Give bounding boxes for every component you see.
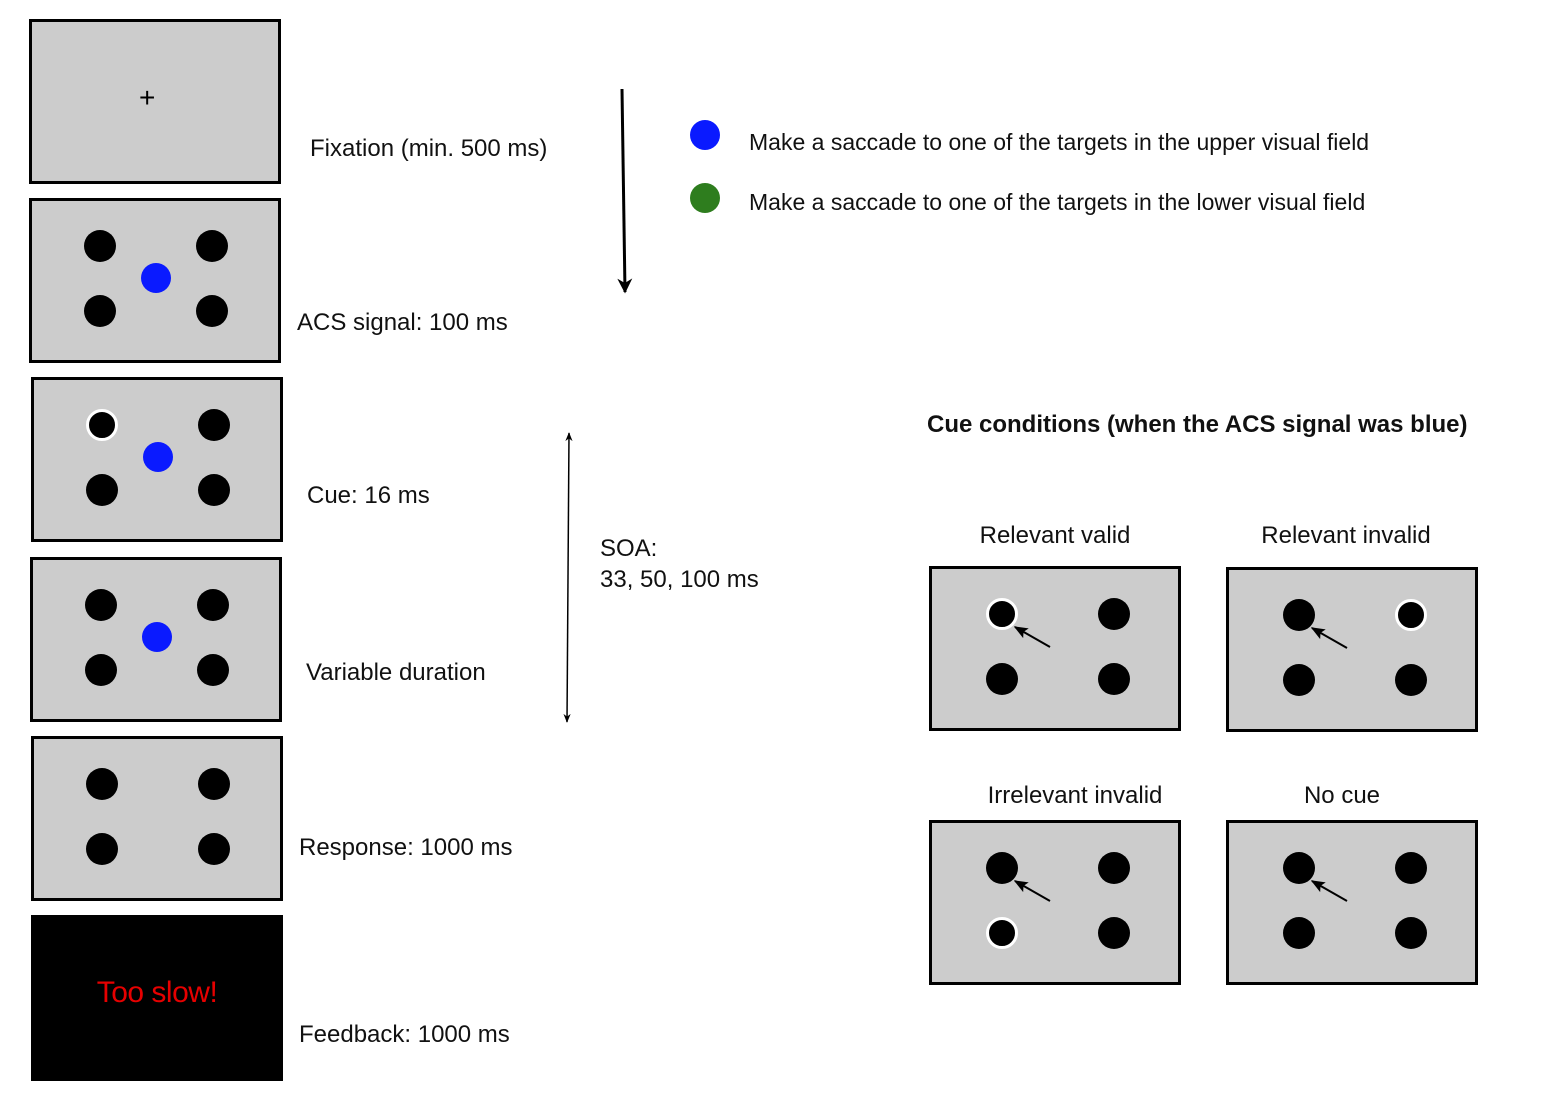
condition-panel-no-cue xyxy=(1226,820,1478,985)
legend-green-dot xyxy=(690,183,720,213)
response-panel xyxy=(31,736,283,901)
saccade-arrow xyxy=(1310,627,1348,649)
condition-panel-relevant-valid xyxy=(929,566,1181,731)
target-dot-lower-right xyxy=(198,474,230,506)
target-dot-lower-right xyxy=(198,833,230,865)
saccade-arrow xyxy=(1013,626,1051,648)
soa-label: SOA: xyxy=(600,535,658,562)
condition-title-no-cue: No cue xyxy=(1303,782,1381,809)
target-dot-upper-left xyxy=(986,852,1018,884)
acs-signal-dot xyxy=(142,622,172,652)
feedback-label: Feedback: 1000 ms xyxy=(299,1021,510,1048)
target-dot-upper-right xyxy=(198,768,230,800)
cue-conditions-heading: Cue conditions (when the ACS signal was … xyxy=(927,411,1468,438)
target-dot-lower-left xyxy=(86,833,118,865)
target-dot-lower-right xyxy=(196,295,228,327)
acs-signal-dot xyxy=(143,442,173,472)
target-dot-lower-left xyxy=(1283,664,1315,696)
target-dot-upper-left xyxy=(1283,599,1315,631)
target-dot-upper-right xyxy=(198,409,230,441)
condition-title-irrelevant-invalid: Irrelevant invalid xyxy=(987,782,1163,809)
feedback-text: Too slow! xyxy=(96,976,218,1009)
condition-panel-irrelevant-invalid xyxy=(929,820,1181,985)
target-dot-upper-right xyxy=(196,230,228,262)
condition-title-relevant-valid: Relevant valid xyxy=(979,522,1131,549)
target-dot-lower-left xyxy=(1283,917,1315,949)
fixation-panel: + xyxy=(29,19,281,184)
target-dot-lower-right xyxy=(197,654,229,686)
target-dot-lower-left xyxy=(84,295,116,327)
target-dot-upper-left xyxy=(85,589,117,621)
target-dot-lower-right xyxy=(1098,663,1130,695)
time-arrow xyxy=(617,88,633,294)
variable-duration-panel xyxy=(30,557,282,722)
variable-duration-label: Variable duration xyxy=(306,659,486,686)
target-dot-lower-left xyxy=(86,474,118,506)
legend-upper-text: Make a saccade to one of the targets in … xyxy=(749,129,1370,155)
target-dot-upper-right xyxy=(1098,852,1130,884)
cued-target-dot xyxy=(1395,599,1427,631)
cued-target-dot xyxy=(986,598,1018,630)
saccade-arrow xyxy=(1013,880,1051,902)
legend-lower-text: Make a saccade to one of the targets in … xyxy=(749,189,1366,215)
target-dot-lower-right xyxy=(1395,664,1427,696)
legend-blue-dot xyxy=(690,120,720,150)
target-dot-lower-left xyxy=(85,654,117,686)
soa-bracket-arrow xyxy=(563,432,573,723)
fixation-cross: + xyxy=(139,82,156,113)
target-dot-upper-left xyxy=(84,230,116,262)
condition-title-relevant-invalid: Relevant invalid xyxy=(1261,522,1431,549)
target-dot-upper-left xyxy=(86,768,118,800)
target-dot-lower-right xyxy=(1395,917,1427,949)
cued-target-dot xyxy=(86,409,118,441)
cue-panel xyxy=(31,377,283,542)
fixation-label: Fixation (min. 500 ms) xyxy=(310,135,548,162)
cued-target-dot xyxy=(986,917,1018,949)
acs-signal-panel xyxy=(29,198,281,363)
target-dot-upper-right xyxy=(1098,598,1130,630)
acs-signal-dot xyxy=(141,263,171,293)
soa-values: 33, 50, 100 ms xyxy=(600,566,759,593)
response-label: Response: 1000 ms xyxy=(299,834,513,861)
target-dot-upper-right xyxy=(197,589,229,621)
target-dot-upper-left xyxy=(1283,852,1315,884)
condition-panel-relevant-invalid xyxy=(1226,567,1478,732)
saccade-arrow xyxy=(1310,880,1348,902)
acs-signal-label: ACS signal: 100 ms xyxy=(297,309,508,336)
feedback-panel: Too slow! xyxy=(31,915,283,1081)
target-dot-lower-right xyxy=(1098,917,1130,949)
cue-label: Cue: 16 ms xyxy=(307,482,430,509)
target-dot-upper-right xyxy=(1395,852,1427,884)
target-dot-lower-left xyxy=(986,663,1018,695)
